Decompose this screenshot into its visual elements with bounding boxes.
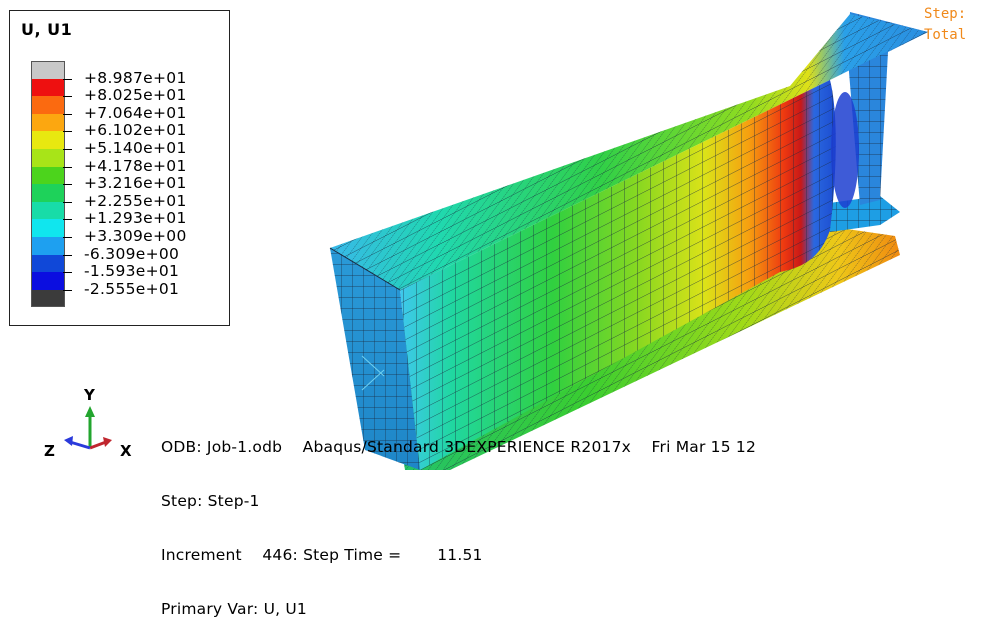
legend-swatch [31,166,65,185]
top-flange [330,14,928,290]
legend-tick [63,237,72,238]
legend-tick [63,219,72,221]
legend-swatch [31,254,65,273]
legend-value-label: -6.309e+00 [84,244,180,263]
info-step-line: Step: Step-1 [161,492,260,510]
legend-swatch [31,148,65,167]
x-axis-icon [89,440,107,450]
web-panel [400,80,859,470]
legend-color-bar [31,61,65,308]
axis-triad: Y X Z [40,386,140,470]
model-viewport[interactable] [0,0,990,484]
step-overlay: Step: Total [924,4,966,46]
legend-tick [63,289,72,291]
info-odb-line: ODB: Job-1.odb Abaqus/Standard 3DEXPERIE… [161,438,757,456]
legend-value-label: +1.293e+01 [84,209,187,228]
triad-z-label: Z [44,442,55,460]
step-overlay-line1: Step: [924,6,967,22]
z-axis-icon [69,440,91,450]
legend-value-label: +5.140e+01 [84,139,187,157]
legend-value-label: +4.178e+01 [84,156,187,175]
odb-info-block: ODB: Job-1.odb Abaqus/Standard 3DEXPERIE… [161,402,756,636]
legend-tick [63,166,72,168]
left-end-plate [329,247,420,470]
legend-value-label: +8.025e+01 [84,86,187,105]
triad-x-label: X [120,442,132,460]
legend-tick [63,272,72,274]
legend-value-label: +3.216e+01 [84,174,187,193]
legend-value-label: -2.555e+01 [84,279,180,298]
step-overlay-line2: Total [924,27,967,43]
legend-swatch [31,113,65,132]
legend-tick [63,96,72,98]
info-primary-var-line: Primary Var: U, U1 [161,600,307,618]
legend-tick [63,78,72,80]
legend-swatch [31,184,65,202]
legend-swatch [31,219,65,237]
legend-swatch [31,201,65,220]
legend-swatch [31,289,65,308]
legend-value-label: +7.064e+01 [84,103,187,122]
legend-tick [63,131,72,133]
legend-title: U, U1 [21,20,73,39]
legend-tick [63,113,72,115]
legend-tick [63,254,72,256]
legend-tick [63,149,72,150]
legend-tick [63,184,72,186]
legend-swatch [31,236,65,255]
legend-swatch [31,131,65,149]
legend-value-label: +8.987e+01 [84,68,187,87]
reference-marker [361,355,385,391]
legend-value-label: +3.309e+00 [84,227,187,245]
legend-swatch [31,96,65,114]
legend-value-label: +6.102e+01 [84,121,187,140]
legend-swatch [31,272,65,290]
legend-swatch [31,61,65,79]
legend-value-label: +2.255e+01 [84,191,187,210]
z-axis-arrowhead-icon [64,436,73,446]
y-axis-arrowhead-icon [85,406,95,417]
info-increment-line: Increment 446: Step Time = 11.51 [161,546,483,564]
x-axis-arrowhead-icon [103,437,112,447]
legend-swatch [31,78,65,97]
legend-tick [63,201,72,203]
triad-y-label: Y [84,386,95,404]
legend-value-label: -1.593e+01 [84,262,180,281]
